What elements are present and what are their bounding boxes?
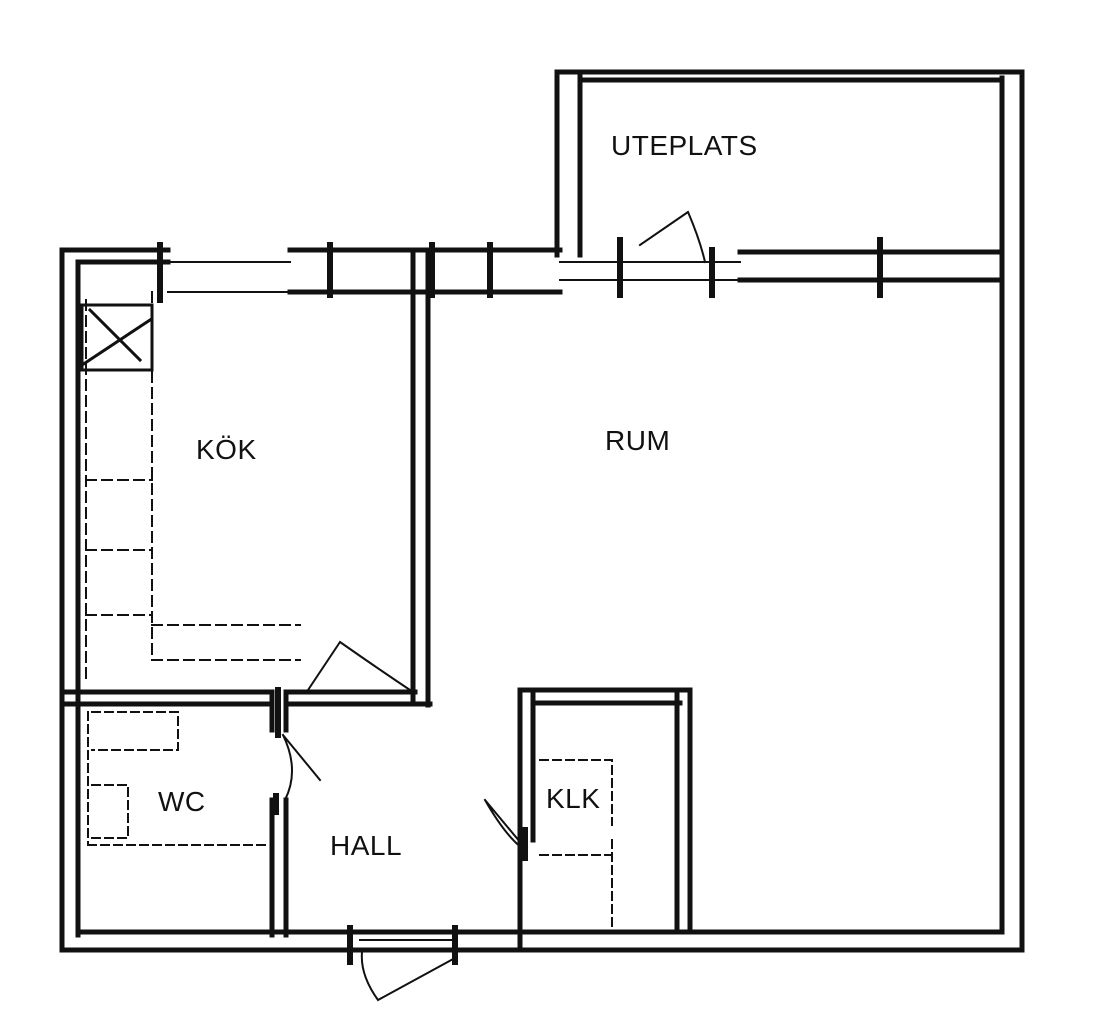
bottom-wall bbox=[59, 929, 1025, 953]
junction-marks bbox=[157, 237, 883, 965]
top-wall-left bbox=[59, 247, 171, 265]
wc-fixtures bbox=[87, 711, 271, 846]
terrace-wall-top bbox=[554, 69, 1025, 83]
room-label-hall: HALL bbox=[330, 830, 403, 861]
top-wall-mid bbox=[287, 247, 563, 295]
closet-fixtures bbox=[539, 759, 613, 931]
closet-left-wall bbox=[517, 687, 536, 953]
windows bbox=[167, 261, 741, 951]
closet-right-wall bbox=[674, 687, 693, 935]
top-wall-right bbox=[737, 249, 1005, 283]
terrace-wall-left bbox=[554, 69, 583, 258]
room-label-uteplats: UTEPLATS bbox=[611, 130, 758, 161]
outer-walls bbox=[59, 69, 1025, 953]
kitchen-room-wall bbox=[410, 252, 431, 708]
room-label-kok: KÖK bbox=[196, 434, 257, 465]
wc-hall-wall bbox=[269, 689, 289, 938]
left-wall bbox=[59, 247, 81, 953]
interior-walls bbox=[63, 252, 693, 953]
stove bbox=[79, 303, 154, 372]
kitchen-bottom-wall bbox=[63, 689, 433, 707]
room-label-rum: RUM bbox=[605, 425, 671, 456]
room-label-wc: WC bbox=[158, 786, 206, 817]
kitchen-counters bbox=[85, 291, 301, 681]
room-label-klk: KLK bbox=[546, 783, 601, 814]
right-wall bbox=[999, 69, 1025, 953]
closet-top-wall bbox=[517, 687, 693, 706]
doors bbox=[281, 210, 707, 1002]
